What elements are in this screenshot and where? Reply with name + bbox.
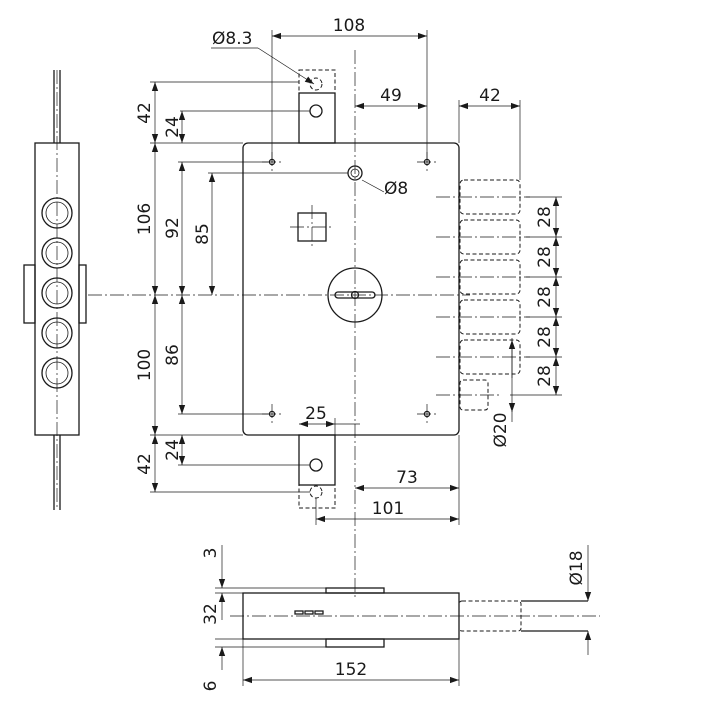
dim-49: 49 xyxy=(380,86,402,106)
dim-73: 73 xyxy=(396,468,418,488)
front-view xyxy=(242,69,530,509)
dim-86: 86 xyxy=(163,344,183,366)
dim-d20: Ø20 xyxy=(491,412,511,447)
dim-101: 101 xyxy=(372,499,404,519)
center-lines xyxy=(56,50,470,600)
dim-28-e: 28 xyxy=(535,365,555,387)
dim-28-c: 28 xyxy=(535,286,555,308)
dim-25: 25 xyxy=(305,404,327,424)
cylinder-circle xyxy=(327,267,383,323)
dim-100: 100 xyxy=(135,349,155,381)
dim-24-bottom: 24 xyxy=(163,439,183,461)
dim-106: 106 xyxy=(135,203,155,235)
side-bolt-circles xyxy=(41,197,73,389)
dim-92: 92 xyxy=(163,217,183,239)
plan-view xyxy=(230,587,600,648)
dim-42-bottom: 42 xyxy=(135,453,155,475)
dim-28-b: 28 xyxy=(535,246,555,268)
dim-108: 108 xyxy=(333,16,365,36)
dim-24-top: 24 xyxy=(163,116,183,138)
dim-85: 85 xyxy=(193,223,213,245)
dim-d8: Ø8 xyxy=(384,179,408,199)
deadbolts xyxy=(436,179,530,411)
side-view xyxy=(23,70,87,510)
dim-28-d: 28 xyxy=(535,326,555,348)
dim-d8-3: Ø8.3 xyxy=(212,29,252,49)
plan-dimensions: 3 32 6 152 Ø18 xyxy=(201,545,592,692)
dim-32: 32 xyxy=(201,603,221,625)
lock-case xyxy=(242,142,460,436)
dim-28-a: 28 xyxy=(535,206,555,228)
dim-d18: Ø18 xyxy=(567,550,587,585)
front-dimensions: 108 Ø8.3 49 42 Ø8 42 24 106 92 xyxy=(135,16,562,525)
dim-6: 6 xyxy=(201,681,221,692)
dim-42-right: 42 xyxy=(479,86,501,106)
dim-42-top: 42 xyxy=(135,102,155,124)
dim-152: 152 xyxy=(335,660,367,680)
dim-3: 3 xyxy=(201,548,221,559)
